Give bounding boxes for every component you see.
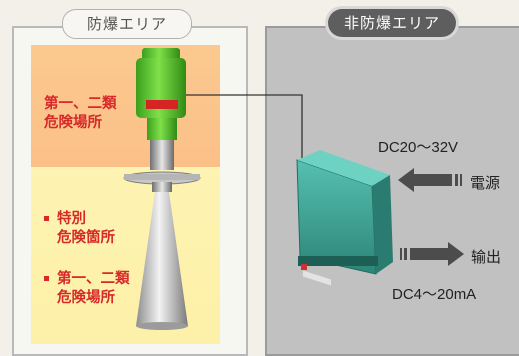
special-zone-label: 特別 危険箇所 <box>44 210 115 248</box>
power-label: 電源 <box>470 174 501 192</box>
signal-cable <box>182 94 303 160</box>
input-voltage-label: DC20～32V <box>378 139 459 156</box>
zone1-line2: 危険場所 <box>44 115 102 131</box>
diagram-graphics <box>123 48 464 330</box>
zone1-label: 第一、二類 危険場所 <box>44 95 117 133</box>
isolation-barrier-icon <box>296 150 393 286</box>
bullet-icon <box>44 275 49 281</box>
arrow-left-icon <box>398 168 462 192</box>
zone2-line1: 第一、二類 <box>44 270 130 289</box>
radar-level-sensor-icon <box>123 48 201 330</box>
hazard-zone-bottom <box>31 167 220 344</box>
special-line2: 危険箇所 <box>57 230 115 246</box>
output-current-label: DC4～20mA <box>392 286 477 303</box>
special-line1: 特別 <box>44 210 115 229</box>
zone2-label: 第一、二類 危険場所 <box>44 270 130 308</box>
zone1-line1: 第一、二類 <box>44 96 117 112</box>
arrow-right-icon <box>400 242 464 266</box>
output-label: 输出 <box>471 248 502 266</box>
explosion-proof-area-label: 防爆エリア <box>62 9 192 39</box>
non-explosion-proof-area-label: 非防爆エリア <box>328 9 456 37</box>
hazard-zone-top <box>31 45 220 167</box>
zone2-line2: 危険場所 <box>57 290 115 306</box>
bullet-icon <box>44 215 49 221</box>
